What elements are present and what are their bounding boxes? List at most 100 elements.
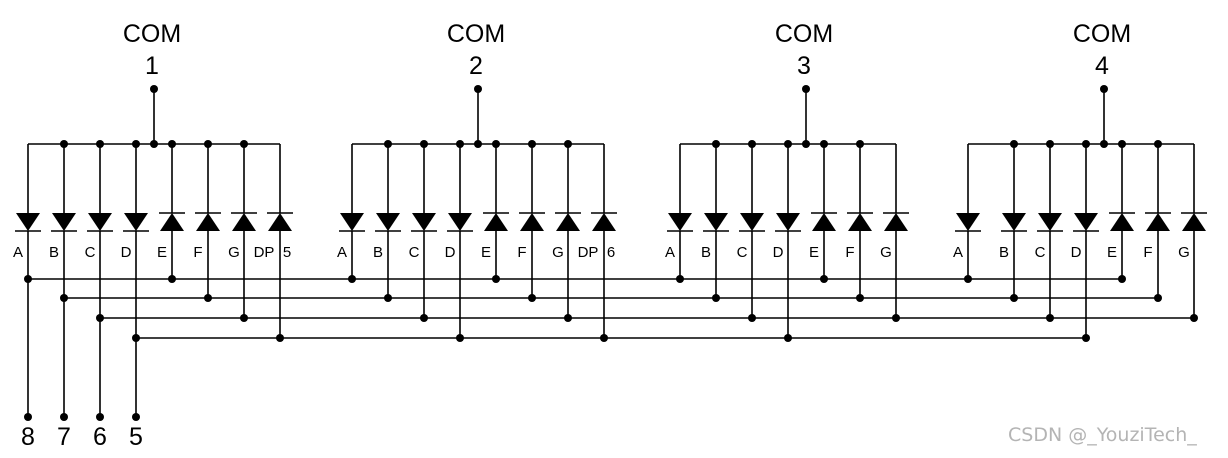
junction-dot xyxy=(168,275,176,283)
watermark: CSDN @_YouziTech_ xyxy=(1008,424,1197,446)
diode-triangle xyxy=(592,213,616,231)
pin-label: 8 xyxy=(21,423,35,451)
junction-dot xyxy=(892,314,900,322)
junction-dot xyxy=(60,294,68,302)
junction-dot xyxy=(96,314,104,322)
junction-dot xyxy=(712,294,720,302)
diode-triangle xyxy=(16,213,40,231)
segment-label: A xyxy=(665,244,675,261)
diode-triangle xyxy=(556,213,580,231)
segment-label: D xyxy=(445,244,456,261)
segment-label: DP xyxy=(578,244,599,261)
com-number: 4 xyxy=(1095,52,1109,80)
segment-label: F xyxy=(1143,244,1152,261)
segment-label: B xyxy=(999,244,1009,261)
junction-dot xyxy=(24,413,32,421)
junction-dot xyxy=(240,314,248,322)
diode-triangle xyxy=(704,213,728,231)
diode-triangle xyxy=(1074,213,1098,231)
com-number: 3 xyxy=(797,52,811,80)
diode-triangle xyxy=(52,213,76,231)
junction-dot xyxy=(24,275,32,283)
segment-label: G xyxy=(552,244,564,261)
diode-triangle xyxy=(520,213,544,231)
segment-label: B xyxy=(49,244,59,261)
junction-dot xyxy=(132,334,140,342)
junction-dot xyxy=(384,294,392,302)
segment-label: C xyxy=(85,244,96,261)
segment-label: E xyxy=(809,244,819,261)
pin-label: 5 xyxy=(129,423,143,451)
diode-triangle xyxy=(668,213,692,231)
junction-dot xyxy=(204,294,212,302)
junction-dot xyxy=(1190,314,1198,322)
diode-triangle xyxy=(812,213,836,231)
pin-label: 6 xyxy=(93,423,107,451)
diode-triangle xyxy=(448,213,472,231)
junction-dot xyxy=(784,334,792,342)
diode-triangle xyxy=(196,213,220,231)
diode-triangle xyxy=(1146,213,1170,231)
junction-dot xyxy=(1154,294,1162,302)
segment-label: G xyxy=(1178,244,1190,261)
segment-label: F xyxy=(845,244,854,261)
junction-dot xyxy=(820,275,828,283)
segment-label: B xyxy=(701,244,711,261)
diode-triangle xyxy=(1002,213,1026,231)
diode-triangle xyxy=(1182,213,1206,231)
diode-triangle xyxy=(160,213,184,231)
diode-triangle xyxy=(412,213,436,231)
diode-triangle xyxy=(740,213,764,231)
segment-label: G xyxy=(228,244,240,261)
segment-label: B xyxy=(373,244,383,261)
segment-label: C xyxy=(1035,244,1046,261)
diode-triangle xyxy=(956,213,980,231)
junction-dot xyxy=(96,413,104,421)
segment-label: D xyxy=(773,244,784,261)
segment-label: C xyxy=(409,244,420,261)
junction-dot xyxy=(676,275,684,283)
junction-dot xyxy=(60,413,68,421)
diode-triangle xyxy=(848,213,872,231)
segment-label: G xyxy=(880,244,892,261)
diode-triangle xyxy=(88,213,112,231)
junction-dot xyxy=(132,413,140,421)
segment-label: C xyxy=(737,244,748,261)
diode-triangle xyxy=(776,213,800,231)
junction-dot xyxy=(564,314,572,322)
junction-dot xyxy=(600,334,608,342)
diode-triangle xyxy=(232,213,256,231)
junction-dot xyxy=(856,294,864,302)
diode-triangle xyxy=(376,213,400,231)
com-label: COM xyxy=(775,20,833,48)
diode-triangle xyxy=(1038,213,1062,231)
junction-dot xyxy=(1082,334,1090,342)
com-label: COM xyxy=(123,20,181,48)
junction-dot xyxy=(276,334,284,342)
diode-triangle xyxy=(484,213,508,231)
junction-dot xyxy=(1118,275,1126,283)
junction-dot xyxy=(348,275,356,283)
junction-dot xyxy=(964,275,972,283)
junction-dot xyxy=(1010,294,1018,302)
segment-label: A xyxy=(337,244,347,261)
pin-label-inline: 6 xyxy=(607,244,615,261)
junction-dot xyxy=(528,294,536,302)
junction-dot xyxy=(492,275,500,283)
com-number: 2 xyxy=(469,52,483,80)
segment-label: F xyxy=(193,244,202,261)
junction-dot xyxy=(420,314,428,322)
pin-label-inline: 5 xyxy=(283,244,291,261)
junction-dot xyxy=(1046,314,1054,322)
segment-label: A xyxy=(13,244,23,261)
diode-triangle xyxy=(884,213,908,231)
junction-dot xyxy=(748,314,756,322)
segment-label: D xyxy=(121,244,132,261)
segment-label: F xyxy=(517,244,526,261)
digit-3: COM 3A B C D E F G xyxy=(665,20,909,342)
